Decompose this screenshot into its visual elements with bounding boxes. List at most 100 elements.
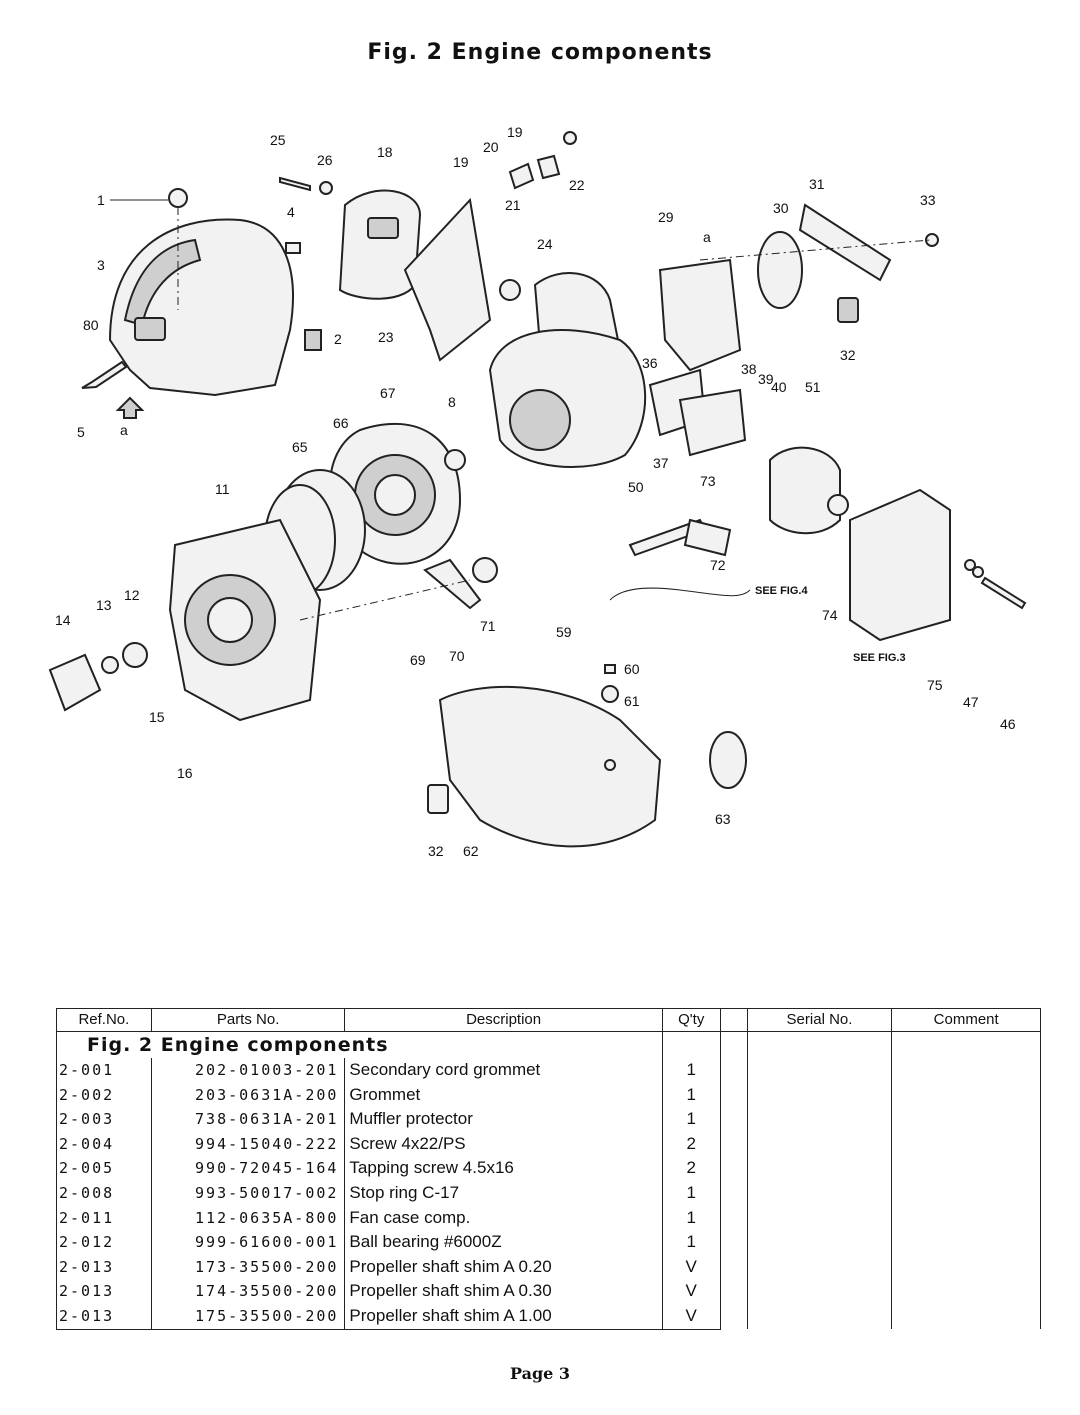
callout: 32 [840, 347, 856, 363]
parts-no-cell: 202-01003-201 [152, 1058, 346, 1083]
parts-no-cell: 173-35500-200 [152, 1254, 346, 1280]
callout: 51 [805, 379, 821, 395]
callout: 16 [177, 765, 193, 781]
exploded-parts-diagram: 1 3 80 5 a 25 26 18 4 2 19 20 19 21 22 2… [48, 124, 1027, 859]
blank-cell [721, 1156, 748, 1181]
callout: 62 [463, 843, 479, 859]
blank-cell [721, 1180, 748, 1206]
callout: 75 [927, 677, 943, 693]
blank-cell [721, 1205, 748, 1231]
blank-cell [721, 1058, 748, 1083]
callout: 73 [700, 473, 716, 489]
callout: 15 [149, 709, 165, 725]
serial-cell [748, 1107, 893, 1132]
screw-25 [279, 176, 311, 192]
comment-cell [892, 1304, 1040, 1329]
parts-no-cell: 993-50017-002 [152, 1180, 346, 1206]
blank-cell [721, 1131, 748, 1157]
qty-cell: 2 [663, 1131, 721, 1157]
parts-no-cell: 174-35500-200 [152, 1279, 346, 1304]
callout: 60 [624, 661, 640, 677]
header-ref-no: Ref.No. [57, 1009, 152, 1031]
blank-cell [721, 1082, 748, 1108]
grommet-2 [304, 329, 322, 351]
blank-cell [721, 1230, 748, 1255]
insulator-37 [678, 388, 747, 457]
callout: 8 [448, 394, 456, 410]
starter-handle [48, 653, 102, 712]
callout: 24 [537, 236, 553, 252]
callout: 11 [215, 481, 230, 497]
blank-cell [721, 1254, 748, 1280]
callout: 19 [507, 124, 523, 140]
callout: 69 [410, 652, 426, 668]
serial-cell [748, 1058, 893, 1083]
grommet-part [168, 188, 188, 208]
callout: 46 [1000, 716, 1016, 732]
callout: 29 [658, 209, 674, 225]
serial-cell [748, 1156, 893, 1181]
qty-cell: 1 [663, 1180, 721, 1206]
callout: 22 [569, 177, 585, 193]
comment-cell [892, 1132, 1040, 1157]
page-title: Fig. 2 Engine components [367, 40, 713, 65]
callout: a [703, 229, 711, 245]
callout: 50 [628, 479, 644, 495]
carburetor [769, 446, 841, 535]
callout: 23 [378, 329, 394, 345]
callout: 65 [292, 439, 308, 455]
serial-cell [748, 1205, 893, 1231]
crankcase [488, 329, 646, 468]
screw-4 [285, 242, 301, 254]
qty-cell: V [663, 1279, 721, 1304]
fuel-tank [438, 685, 662, 848]
callout: 18 [377, 144, 393, 160]
serial-cell [748, 1279, 893, 1304]
callout: 3 [97, 257, 105, 273]
callout: a [120, 422, 128, 438]
comment-cell [892, 1230, 1040, 1255]
comment-cell [892, 1279, 1040, 1304]
description-cell: Muffler protector [345, 1107, 663, 1132]
ref-no-cell: 2-005 [57, 1156, 152, 1181]
callout: 25 [270, 132, 286, 148]
header-parts-no: Parts No. [152, 1009, 346, 1031]
callout-labels: 1 3 80 5 a 25 26 18 4 2 19 20 19 21 22 2… [55, 124, 1016, 859]
callout: 47 [963, 694, 979, 710]
qty-cell: 1 [663, 1107, 721, 1132]
comment-cell [892, 1058, 1040, 1083]
comment-cell [892, 1083, 1040, 1108]
grommet-32 [837, 297, 859, 323]
comment-cell [892, 1107, 1040, 1132]
callout: 59 [556, 624, 572, 640]
callout: 26 [317, 152, 333, 168]
callout: 39 [758, 371, 774, 387]
ref-no-cell: 2-003 [57, 1107, 152, 1132]
table-bottom-rule [56, 1328, 721, 1330]
callout: 71 [480, 618, 496, 634]
bracket-21 [508, 162, 535, 190]
description-cell: Propeller shaft shim A 0.30 [345, 1279, 663, 1304]
gasket-30 [757, 231, 803, 309]
description-cell: Ball bearing #6000Z [345, 1230, 663, 1255]
qty-cell: 1 [663, 1205, 721, 1231]
comment-cell [892, 1181, 1040, 1206]
ref-no-cell: 2-002 [57, 1082, 152, 1108]
cover-grille [123, 238, 202, 327]
ref-no-cell: 2-008 [57, 1180, 152, 1206]
header-serial-no: Serial No. [748, 1009, 893, 1031]
bolt-46 [980, 576, 1027, 610]
description-cell: Grommet [345, 1082, 663, 1108]
blank-cell [721, 1303, 748, 1329]
comment-cell [892, 1206, 1040, 1231]
callout: 70 [449, 648, 465, 664]
callout: 1 [97, 192, 105, 208]
callout: 74 [822, 607, 838, 623]
